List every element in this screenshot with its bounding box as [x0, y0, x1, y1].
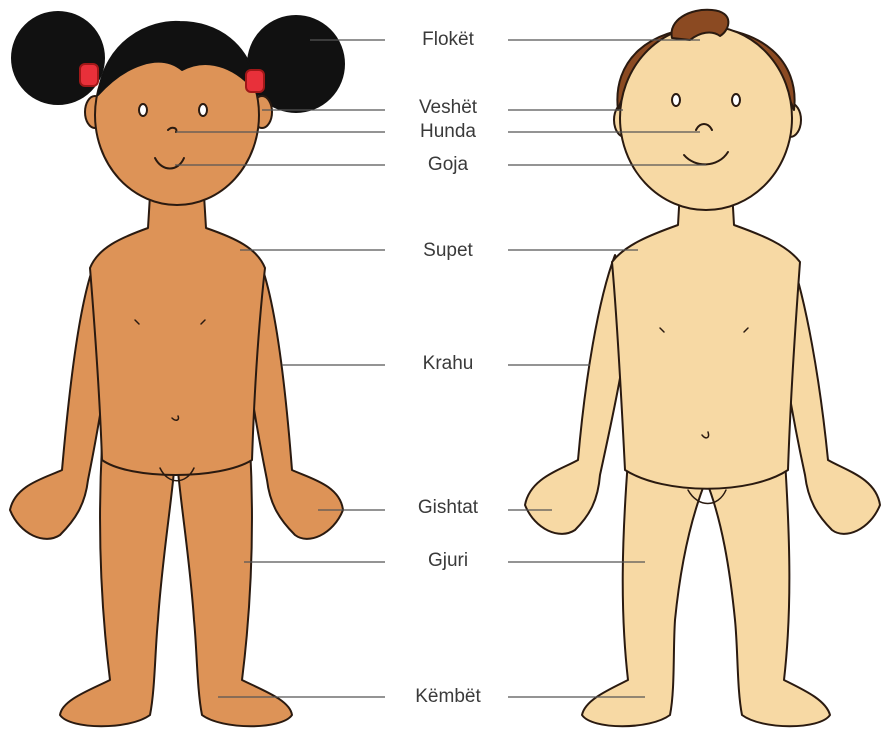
label-gjuri: Gjuri [388, 550, 508, 572]
label-floket: Flokët [388, 29, 508, 51]
boy-head [620, 26, 792, 210]
boy-left-eye [672, 94, 680, 106]
girl-right-hair-tie [246, 70, 264, 92]
girl-right-eye [199, 104, 207, 116]
label-veshet: Veshët [388, 97, 508, 119]
girl-left-hair-puff [12, 12, 104, 104]
boy-right-eye [732, 94, 740, 106]
boy-torso [612, 190, 800, 489]
girl-torso [90, 195, 265, 475]
girl-left-eye [139, 104, 147, 116]
label-gishtat: Gishtat [388, 497, 508, 519]
label-krahu: Krahu [388, 353, 508, 375]
label-supet: Supet [388, 240, 508, 262]
boy-left-leg [582, 460, 706, 726]
label-hunda: Hunda [388, 121, 508, 143]
girl-figure [10, 12, 344, 726]
girl-left-hair-tie [80, 64, 98, 86]
boy-figure [525, 10, 880, 726]
label-goja: Goja [388, 154, 508, 176]
label-kembet: Këmbët [388, 686, 508, 708]
